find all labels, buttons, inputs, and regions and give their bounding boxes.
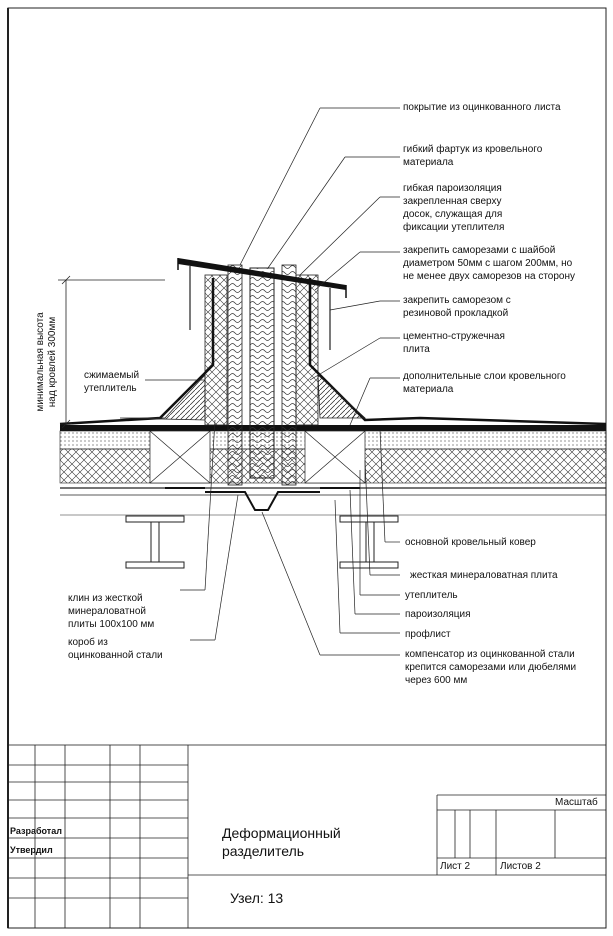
expansion-joint <box>59 258 607 511</box>
tb-sheets: Листов 2 <box>500 861 541 872</box>
label-galvanized-cover: покрытие из оцинкованного листа <box>403 102 561 113</box>
label-wedge: клин из жесткой минераловатной плиты 100… <box>68 593 155 630</box>
label-compensator: компенсатор из оцинкованной стали крепит… <box>405 649 577 686</box>
tb-sheet: Лист 2 <box>440 861 471 872</box>
leader-lines <box>145 107 400 656</box>
label-screws-washer: закрепить саморезами с шайбой диаметром … <box>403 245 575 282</box>
label-vapor-barrier: пароизоляция <box>405 609 471 620</box>
label-extra-layers: дополнительные слои кровельного материал… <box>403 371 566 395</box>
label-min-height: минимальная высота над кровлей 300мм <box>35 312 58 412</box>
title-block <box>7 744 607 929</box>
label-main-roof: основной кровельный ковер <box>405 537 536 548</box>
label-profiled-sheet: профлист <box>405 629 451 640</box>
tb-developed: Разработал <box>10 826 62 836</box>
tb-approved: Утвердил <box>10 845 53 855</box>
tb-node: Узел: 13 <box>230 890 284 906</box>
tb-scale: Масштаб <box>555 797 598 808</box>
tb-title: Деформационный разделитель <box>222 825 341 859</box>
height-dimension <box>58 275 165 429</box>
label-flexible-apron: гибкий фартук из кровельного материала <box>403 144 543 168</box>
steel-beam-left <box>125 515 185 569</box>
label-compressible-insulation: сжимаемый утеплитель <box>84 370 140 394</box>
label-screw-rubber: закрепить саморезом с резиновой прокладк… <box>403 295 511 319</box>
label-cement-board: цементно-стружечная плита <box>403 331 505 355</box>
label-vapor-barrier-top: гибкая пароизоляция закрепленная сверху … <box>403 183 505 233</box>
label-steel-box: короб из оцинкованной стали <box>68 637 163 661</box>
label-rigid-wool: жесткая минераловатная плита <box>410 570 558 581</box>
roof-section <box>59 425 607 516</box>
steel-beam-right <box>339 515 399 569</box>
label-insulation: утеплитель <box>405 590 458 601</box>
